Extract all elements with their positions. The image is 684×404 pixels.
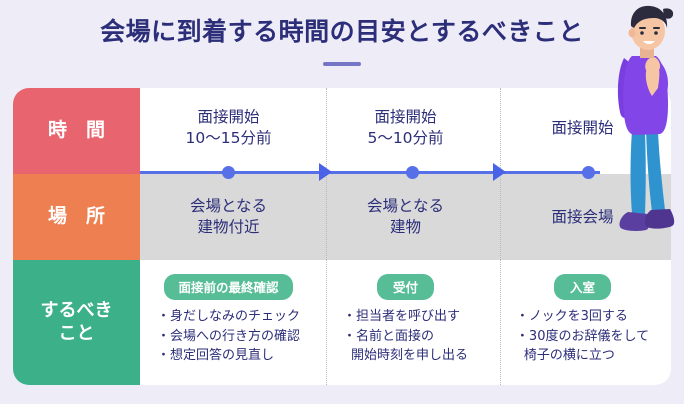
column-divider-2	[500, 260, 501, 385]
pill-todo-1: 面接前の最終確認	[164, 274, 293, 300]
timeline-dot-2	[405, 165, 419, 179]
bullet-todo-2-2: ・名前と面接の	[342, 328, 434, 344]
row-header-todo-line1: するべき	[40, 300, 113, 321]
bullet-todo-1-3: ・想定回答の見直し	[156, 348, 274, 363]
cell-todo-2: 受付 ・担当者を呼び出す ・名前と面接の 開始時刻を申し出る	[317, 260, 494, 385]
cell-place-2-line2: 建物	[389, 218, 421, 236]
bullets-todo-1: ・身だしなみのチェック ・会場への行き方の確認 ・想定回答の見直し	[157, 307, 300, 366]
cell-place-3-line1: 面接会場	[551, 207, 614, 226]
row-cells-todo: 面接前の最終確認 ・身だしなみのチェック ・会場への行き方の確認 ・想定回答の見…	[140, 260, 671, 385]
bullet-todo-3-2: ・30度のお辞儀をして	[515, 328, 650, 344]
cell-time-1-line1: 面接開始	[197, 108, 260, 127]
row-header-time: 時 間	[13, 88, 140, 174]
timeline-dot-3	[581, 165, 595, 179]
page-title: 会場に到着する時間の目安とするべきこと	[100, 17, 584, 46]
bullets-todo-2: ・担当者を呼び出す ・名前と面接の 開始時刻を申し出る	[343, 307, 468, 366]
bullet-todo-3-1: ・ノックを3回する	[515, 309, 628, 324]
cell-time-2-line2: 5〜10分前	[367, 129, 444, 147]
cell-place-1: 会場となる 建物付近	[140, 174, 317, 260]
row-cells-place: 会場となる 建物付近 会場となる 建物 面接会場	[140, 174, 671, 260]
bullets-todo-3: ・ノックを3回する ・30度のお辞儀をして 椅子の横に立つ	[516, 307, 649, 366]
cell-place-2: 会場となる 建物	[317, 174, 494, 260]
cell-place-1-line1: 会場となる	[189, 197, 268, 216]
cell-todo-1: 面接前の最終確認 ・身だしなみのチェック ・会場への行き方の確認 ・想定回答の見…	[140, 260, 317, 385]
column-divider-1	[326, 88, 327, 174]
thinking-man-illustration	[617, 5, 675, 231]
pill-todo-2: 受付	[376, 274, 434, 300]
bullet-todo-1-1: ・身だしなみのチェック	[156, 309, 300, 324]
table-row-todo: するべき こと 面接前の最終確認 ・身だしなみのチェック ・会場への行き方の確認…	[13, 260, 671, 385]
cell-place-2-line1: 会場となる	[366, 197, 445, 216]
row-cells-time: 面接開始 10〜15分前 面接開始 5〜10分前 面接開始	[140, 88, 671, 174]
cell-time-3-line1: 面接開始	[551, 118, 614, 137]
page-header: 会場に到着する時間の目安とするべきこと	[0, 0, 684, 88]
row-header-todo-line2: こと	[58, 322, 95, 344]
column-divider-2	[500, 174, 501, 260]
row-header-place: 場 所	[13, 174, 140, 260]
bullet-todo-2-1: ・担当者を呼び出す	[342, 309, 460, 324]
row-header-todo: するべき こと	[13, 260, 140, 385]
cell-time-1: 面接開始 10〜15分前	[140, 88, 317, 174]
pill-todo-3: 入室	[553, 274, 611, 300]
cell-todo-3: 入室 ・ノックを3回する ・30度のお辞儀をして 椅子の横に立つ	[494, 260, 671, 385]
bullet-todo-3-2-cont: 椅子の横に立つ	[523, 348, 615, 363]
column-divider-2	[500, 88, 501, 174]
timeline-line	[140, 170, 600, 174]
comparison-table-card: 時 間 面接開始 10〜15分前 面接開始 5〜10分前 面接開始 場 所 会場…	[13, 88, 671, 385]
cell-place-1-line2: 建物付近	[197, 218, 260, 236]
bullet-todo-1-2: ・会場への行き方の確認	[156, 328, 300, 344]
cell-time-2: 面接開始 5〜10分前	[317, 88, 494, 174]
cell-time-1-line2: 10〜15分前	[185, 129, 272, 147]
title-underline-rule	[323, 62, 361, 66]
cell-time-3: 面接開始	[494, 88, 671, 174]
column-divider-1	[326, 174, 327, 260]
cell-place-3: 面接会場	[494, 174, 671, 260]
timeline-arrow-1	[319, 163, 332, 181]
table-row-time: 時 間 面接開始 10〜15分前 面接開始 5〜10分前 面接開始	[13, 88, 671, 174]
timeline-arrow-2	[493, 163, 506, 181]
bullet-todo-2-2-cont: 開始時刻を申し出る	[350, 348, 468, 363]
timeline-dot-1	[221, 165, 235, 179]
cell-time-2-line1: 面接開始	[374, 108, 437, 127]
column-divider-1	[326, 260, 327, 385]
table-row-place: 場 所 会場となる 建物付近 会場となる 建物 面接会場	[13, 174, 671, 260]
